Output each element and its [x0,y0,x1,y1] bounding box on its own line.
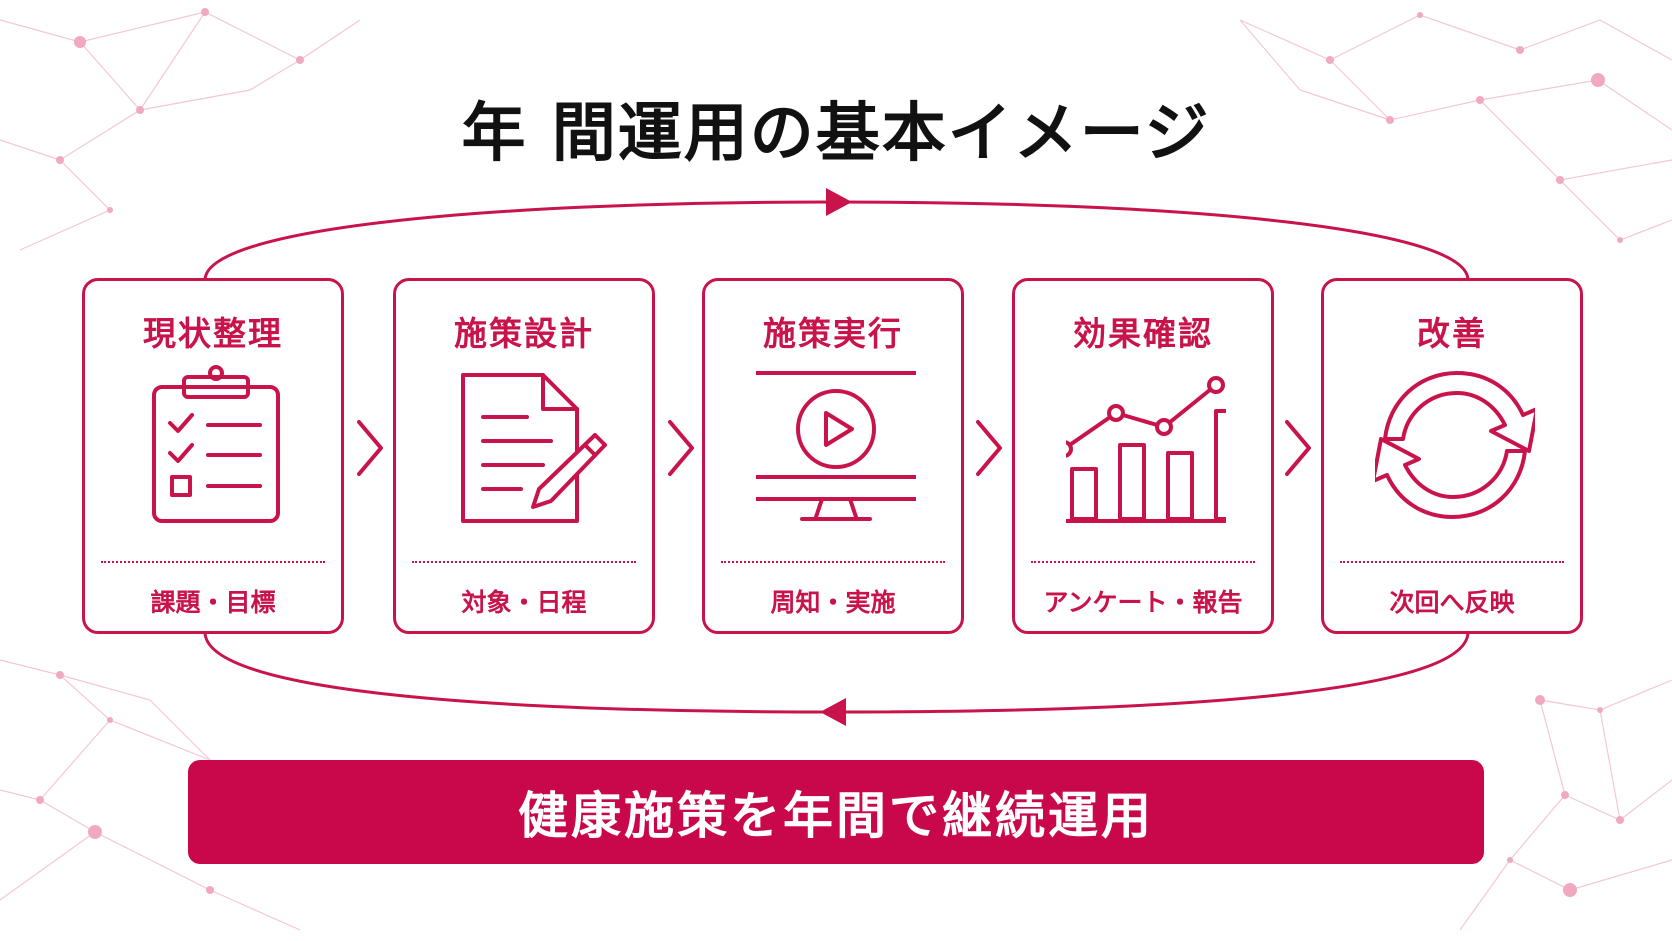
loop-arrow-left [820,698,846,726]
loop-top-arc [203,200,1470,281]
monitor-play-icon [756,371,916,521]
step-subtitle: 対象・日程 [461,588,587,617]
step-divider [101,561,325,563]
loop-bottom-arc [203,631,1470,714]
step-subtitle: 次回へ反映 [1389,588,1515,617]
chevron-right-icon [976,420,1002,476]
loop-arrow-right [826,188,852,216]
chevron-right-icon [668,420,694,476]
step-title: 施策実行 [763,314,903,353]
step-card-shisaku-sekkei: 施策設計 対象・日程 [393,278,655,634]
step-subtitle: 周知・実施 [770,588,896,617]
banner-text: 健康施策を年間で継続運用 [518,787,1154,845]
step-card-genjo-seiri: 現状整理 課題・目標 [82,278,344,634]
step-subtitle: アンケート・報告 [1043,588,1243,617]
bar-line-chart-icon [1066,376,1226,523]
step-divider [1031,561,1255,563]
step-divider [1340,561,1564,563]
step-card-kaizen: 改善 次回へ反映 [1321,278,1583,634]
step-title: 効果確認 [1073,314,1213,353]
step-card-shisaku-jikko: 施策実行 周知・実施 [702,278,964,634]
document-pencil-icon [461,373,607,523]
step-subtitle: 課題・目標 [150,588,276,617]
step-title: 現状整理 [143,314,283,353]
step-card-koka-kakunin: 効果確認 アンケート・報告 [1012,278,1274,634]
chevron-right-icon [357,420,383,476]
step-title: 改善 [1417,314,1487,353]
clipboard-checklist-icon [152,365,280,523]
summary-banner: 健康施策を年間で継続運用 [188,760,1484,864]
step-divider [412,561,636,563]
step-title: 施策設計 [454,314,594,353]
page-title: 年 間運用の基本イメージ [461,97,1211,171]
step-divider [721,561,945,563]
chevron-right-icon [1285,420,1311,476]
refresh-cycle-icon [1375,371,1535,519]
